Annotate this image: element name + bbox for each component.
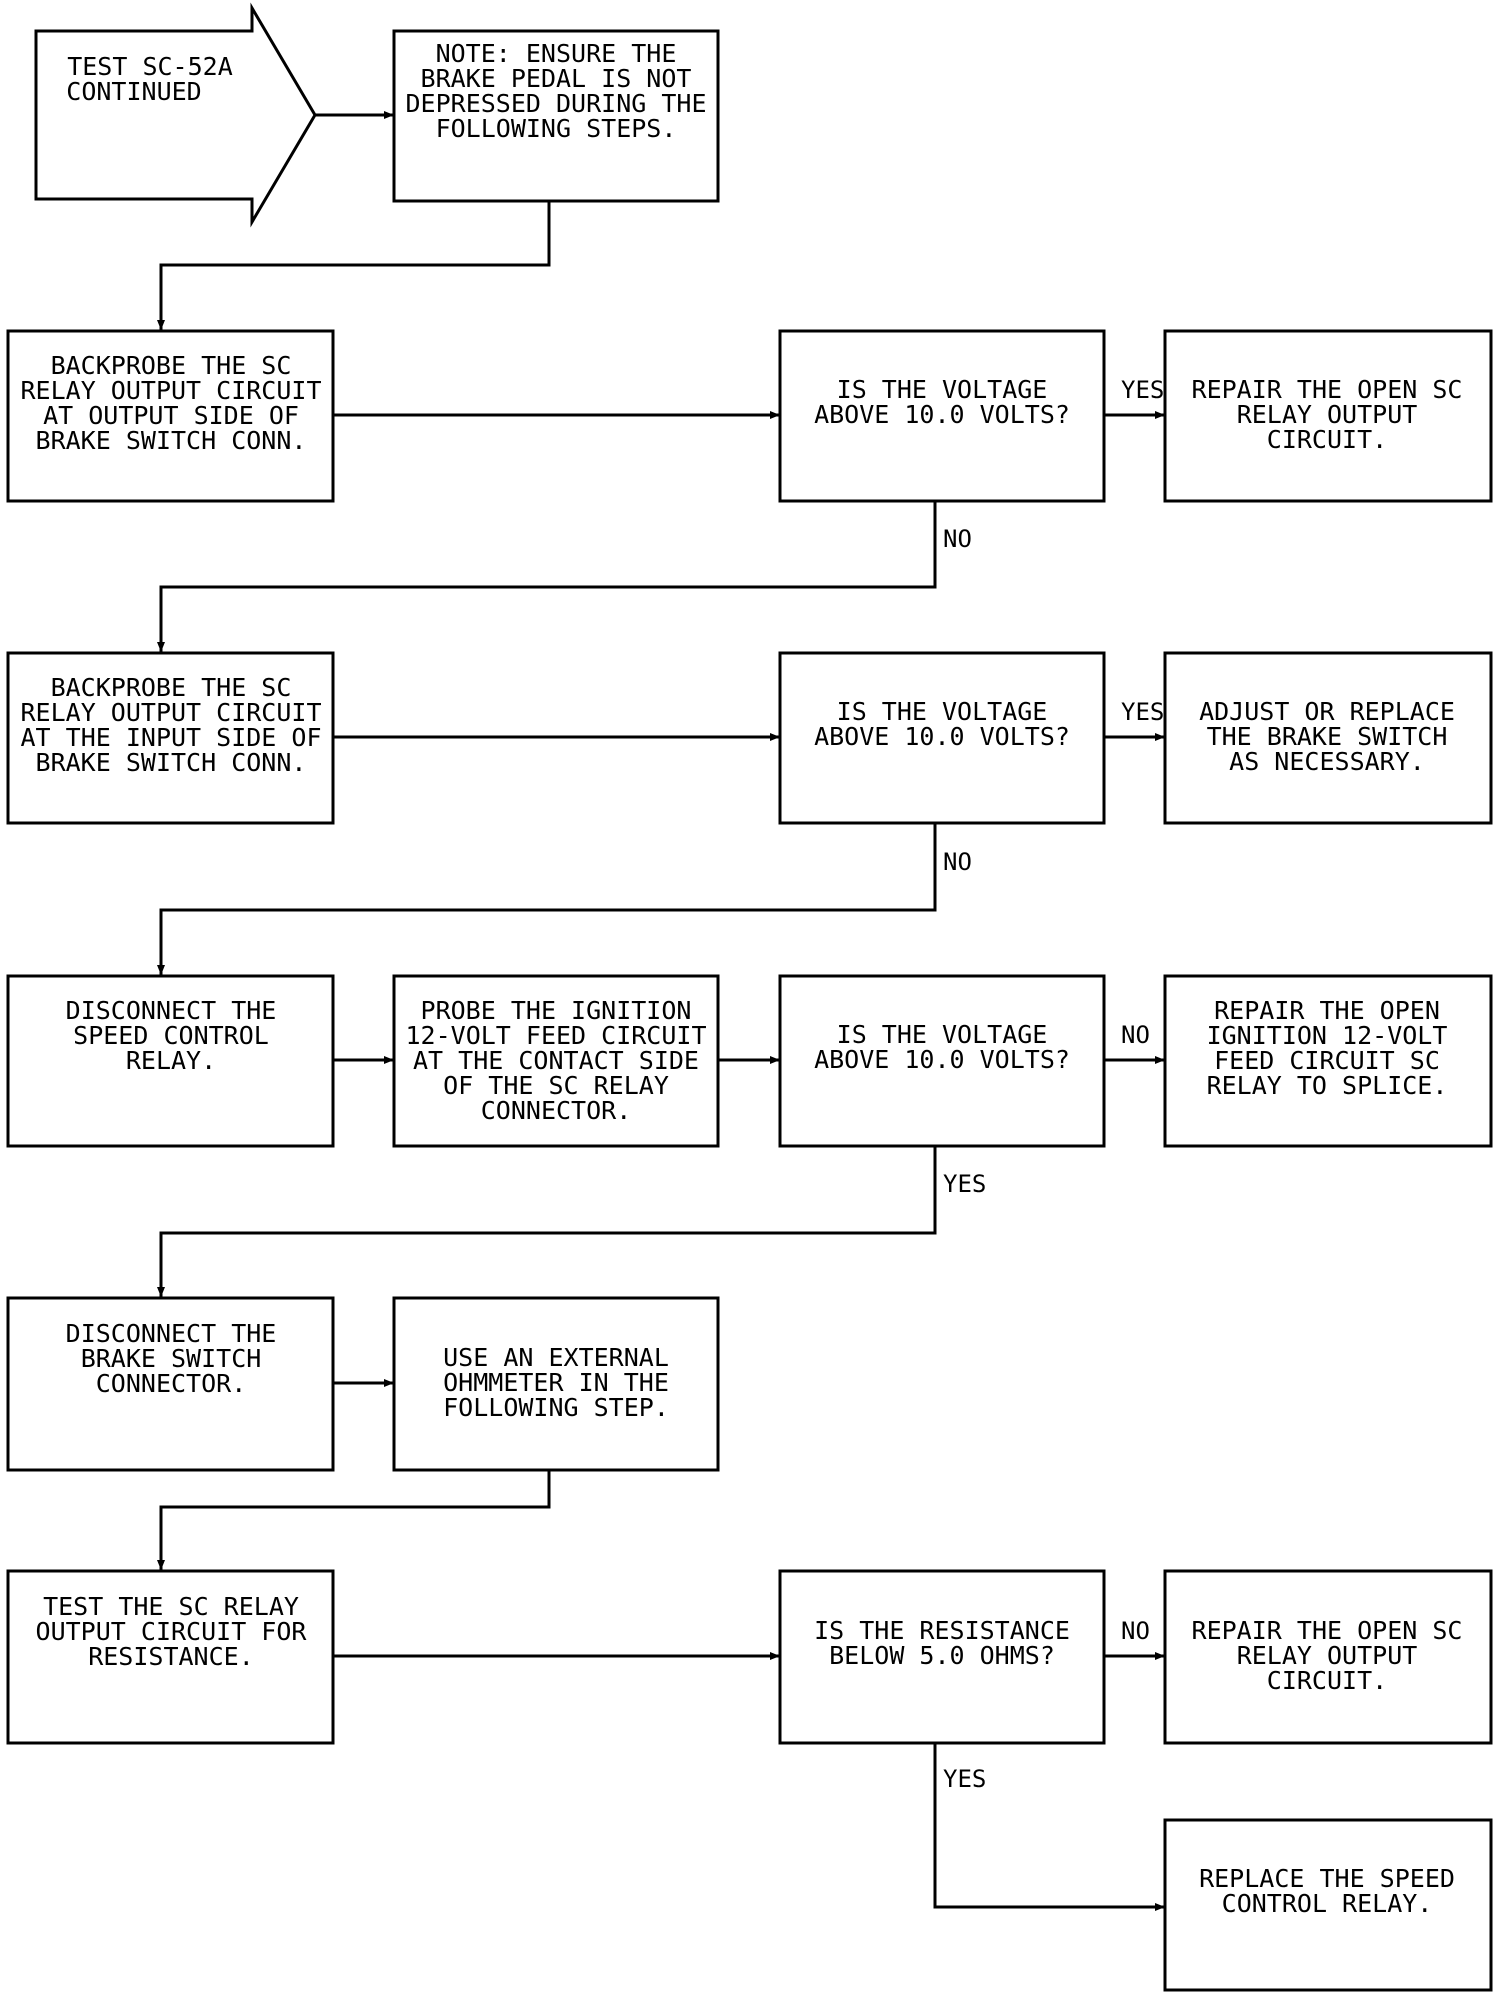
node-text-line: BELOW 5.0 OHMS? <box>829 1641 1055 1670</box>
node-text-line: CIRCUIT. <box>1267 1666 1387 1695</box>
node-text-line: BRAKE SWITCH <box>81 1344 262 1373</box>
node-text-line: TEST THE SC RELAY <box>43 1592 299 1621</box>
node-text-line: IS THE VOLTAGE <box>837 375 1048 404</box>
connector-label-no: NO <box>1121 1021 1150 1049</box>
node-text-line: CIRCUIT. <box>1267 425 1387 454</box>
node-text-line: DISCONNECT THE <box>66 996 277 1025</box>
node-text-line: DEPRESSED DURING THE <box>405 89 706 118</box>
connector-q-voltage-2-to-disconnect-relay <box>157 823 937 975</box>
node-text-line: RELAY OUTPUT CIRCUIT <box>20 698 321 727</box>
node-text-line: RELAY TO SPLICE. <box>1207 1071 1448 1100</box>
node-text-line: BACKPROBE THE SC <box>51 351 292 380</box>
connector-q-resistance-to-replace-relay <box>933 1743 1165 1911</box>
node-text-line: SPEED CONTROL <box>73 1021 269 1050</box>
node-text-line: FOLLOWING STEPS. <box>436 114 677 143</box>
node-text-line: OUTPUT CIRCUIT FOR <box>36 1617 308 1646</box>
node-text-line: RELAY. <box>126 1046 216 1075</box>
connector-label-yes: YES <box>1121 376 1164 404</box>
node-text-line: ABOVE 10.0 VOLTS? <box>814 722 1070 751</box>
node-text-line: 12-VOLT FEED CIRCUIT <box>405 1021 706 1050</box>
node-text-line: AS NECESSARY. <box>1229 747 1425 776</box>
node-text-line: IS THE RESISTANCE <box>814 1616 1070 1645</box>
node-text-line: RELAY OUTPUT <box>1237 400 1418 429</box>
connector-layer <box>157 111 1165 1911</box>
node-text-line: RESISTANCE. <box>88 1642 254 1671</box>
connector-q-voltage-1-to-backprobe-input <box>157 500 937 652</box>
start-label-line-2: CONTINUED <box>66 77 201 106</box>
node-text-line: ABOVE 10.0 VOLTS? <box>814 1045 1070 1074</box>
connector-label-no: NO <box>943 848 972 876</box>
connector-label-no: NO <box>1121 1617 1150 1645</box>
start-label-line-1: TEST SC-52A <box>67 52 233 81</box>
node-text-line: PROBE THE IGNITION <box>421 996 692 1025</box>
connector-label-yes: YES <box>1121 698 1164 726</box>
node-text-line: USE AN EXTERNAL <box>443 1343 669 1372</box>
node-text-line: BACKPROBE THE SC <box>51 673 292 702</box>
node-text-line: DISCONNECT THE <box>66 1319 277 1348</box>
connector-note-to-backprobe-output <box>157 200 551 330</box>
connector-label-layer: YES NO YES NO NO YES NO YES <box>943 376 1164 1793</box>
node-text-line: REPAIR THE OPEN SC <box>1192 1616 1463 1645</box>
node-text-line: RELAY OUTPUT <box>1237 1641 1418 1670</box>
node-text-line: FEED CIRCUIT SC <box>1214 1046 1440 1075</box>
connector-label-yes: YES <box>943 1765 986 1793</box>
node-text-line: AT THE CONTACT SIDE <box>413 1046 699 1075</box>
start-arrow: TEST SC-52A CONTINUED <box>34 2 317 228</box>
node-text-line: RELAY OUTPUT CIRCUIT <box>20 376 321 405</box>
node-text-line: CONNECTOR. <box>96 1369 247 1398</box>
node-text-line: OF THE SC RELAY <box>443 1071 669 1100</box>
node-text-line: IGNITION 12-VOLT <box>1207 1021 1448 1050</box>
connector-q-voltage-3-to-disconnect-switch <box>157 1145 937 1297</box>
node-text-line: AT THE INPUT SIDE OF <box>20 723 321 752</box>
connector-label-no: NO <box>943 525 972 553</box>
node-text-line: ADJUST OR REPLACE <box>1199 697 1455 726</box>
node-text-line: REPAIR THE OPEN SC <box>1192 375 1463 404</box>
connector-external-ohmmeter-to-test-resistance <box>157 1470 551 1570</box>
node-text-line: AT OUTPUT SIDE OF <box>43 401 299 430</box>
node-text-line: REPLACE THE SPEED <box>1199 1864 1455 1893</box>
node-text-line: NOTE: ENSURE THE <box>436 39 677 68</box>
node-text-line: FOLLOWING STEP. <box>443 1393 669 1422</box>
node-text-line: THE BRAKE SWITCH <box>1207 722 1448 751</box>
node-text-line: ABOVE 10.0 VOLTS? <box>814 400 1070 429</box>
node-text-line: BRAKE PEDAL IS NOT <box>421 64 692 93</box>
node-text-line: IS THE VOLTAGE <box>837 1020 1048 1049</box>
node-text-line: OHMMETER IN THE <box>443 1368 669 1397</box>
connector-label-yes: YES <box>943 1170 986 1198</box>
node-text-line: REPAIR THE OPEN <box>1214 996 1440 1025</box>
node-text-line: IS THE VOLTAGE <box>837 697 1048 726</box>
node-text-line: CONTROL RELAY. <box>1222 1889 1433 1918</box>
node-text-line: BRAKE SWITCH CONN. <box>36 426 307 455</box>
node-text-line: BRAKE SWITCH CONN. <box>36 748 307 777</box>
node-text-line: CONNECTOR. <box>481 1096 632 1125</box>
